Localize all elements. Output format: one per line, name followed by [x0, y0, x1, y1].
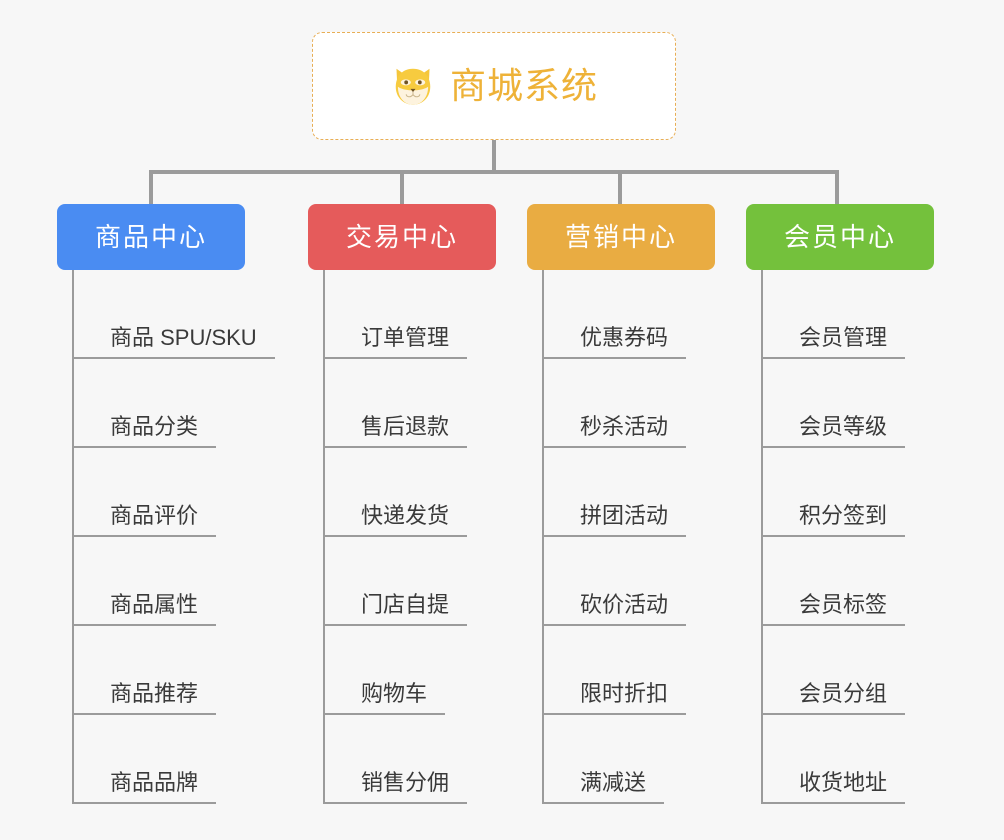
list-item[interactable]: 会员标签	[763, 537, 906, 626]
list-item[interactable]: 商品推荐	[74, 626, 275, 715]
list-item[interactable]: 商品分类	[74, 359, 275, 448]
leaf-label: 满减送	[544, 770, 665, 804]
list-item[interactable]: 会员管理	[763, 270, 906, 359]
leaf-list-4: 会员管理 会员等级 积分签到 会员标签 会员分组 收货地址	[761, 270, 906, 804]
list-item[interactable]: 秒杀活动	[544, 359, 687, 448]
leaf-label: 积分签到	[763, 503, 906, 537]
list-item[interactable]: 商品评价	[74, 448, 275, 537]
list-item[interactable]: 砍价活动	[544, 537, 687, 626]
leaf-label: 商品评价	[74, 503, 217, 537]
shiba-dog-face-icon	[395, 68, 431, 105]
leaf-list-3: 优惠券码 秒杀活动 拼团活动 砍价活动 限时折扣 满减送	[542, 270, 687, 804]
leaf-label: 限时折扣	[544, 681, 687, 715]
leaf-label: 优惠券码	[544, 325, 687, 359]
leaf-label: 门店自提	[325, 592, 468, 626]
list-item[interactable]: 优惠券码	[544, 270, 687, 359]
leaf-label: 拼团活动	[544, 503, 687, 537]
leaf-label: 购物车	[325, 681, 446, 715]
leaf-label: 秒杀活动	[544, 414, 687, 448]
leaf-label: 会员标签	[763, 592, 906, 626]
list-item[interactable]: 积分签到	[763, 448, 906, 537]
leaf-label: 商品品牌	[74, 770, 217, 804]
branch-header-1[interactable]: 商品中心	[57, 204, 245, 270]
leaf-list-1: 商品 SPU/SKU 商品分类 商品评价 商品属性 商品推荐 商品品牌	[72, 270, 275, 804]
list-item[interactable]: 销售分佣	[325, 715, 468, 804]
list-item[interactable]: 订单管理	[325, 270, 468, 359]
leaf-label: 商品推荐	[74, 681, 217, 715]
list-item[interactable]: 限时折扣	[544, 626, 687, 715]
branch-header-2[interactable]: 交易中心	[308, 204, 496, 270]
list-item[interactable]: 商品品牌	[74, 715, 275, 804]
branch-header-label: 交易中心	[345, 222, 458, 252]
branch-header-4[interactable]: 会员中心	[746, 204, 934, 270]
leaf-label: 商品属性	[74, 592, 217, 626]
list-item[interactable]: 拼团活动	[544, 448, 687, 537]
list-item[interactable]: 售后退款	[325, 359, 468, 448]
branch-header-3[interactable]: 营销中心	[527, 204, 715, 270]
leaf-label: 收货地址	[763, 770, 906, 804]
branch-header-label: 会员中心	[783, 222, 896, 252]
list-item[interactable]: 门店自提	[325, 537, 468, 626]
list-item[interactable]: 收货地址	[763, 715, 906, 804]
leaf-label: 商品分类	[74, 414, 217, 448]
list-item[interactable]: 快递发货	[325, 448, 468, 537]
leaf-label: 会员分组	[763, 681, 906, 715]
leaf-label: 售后退款	[325, 414, 468, 448]
leaf-label: 会员管理	[763, 325, 906, 359]
leaf-label: 商品 SPU/SKU	[74, 325, 275, 359]
list-item[interactable]: 商品 SPU/SKU	[74, 270, 275, 359]
root-node[interactable]: 商城系统	[312, 32, 676, 140]
leaf-label: 砍价活动	[544, 592, 687, 626]
leaf-label: 快递发货	[325, 503, 468, 537]
list-item[interactable]: 购物车	[325, 626, 467, 715]
list-item[interactable]: 满减送	[544, 715, 686, 804]
leaf-label: 订单管理	[325, 325, 468, 359]
list-item[interactable]: 会员分组	[763, 626, 906, 715]
branch-header-label: 营销中心	[564, 222, 677, 252]
list-item[interactable]: 商品属性	[74, 537, 275, 626]
list-item[interactable]: 会员等级	[763, 359, 906, 448]
leaf-label: 销售分佣	[325, 770, 468, 804]
leaf-label: 会员等级	[763, 414, 906, 448]
leaf-list-2: 订单管理 售后退款 快递发货 门店自提 购物车 销售分佣	[323, 270, 468, 804]
branch-header-label: 商品中心	[94, 222, 207, 252]
root-title: 商城系统	[449, 65, 598, 106]
